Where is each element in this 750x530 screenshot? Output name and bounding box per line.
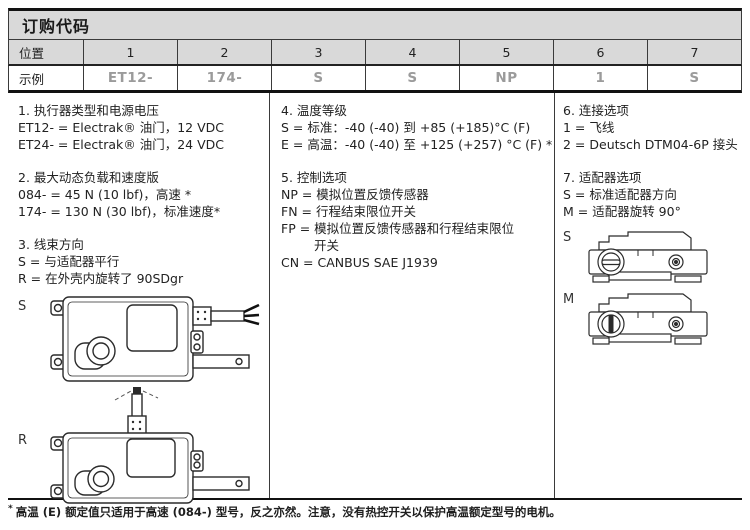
section-3-heading: 3. 线束方向: [18, 237, 84, 252]
section-4-line: E = 高温：-40 (-40) 至 +125 (+257) °C (F) *: [281, 137, 553, 152]
example-row-label: 示例: [9, 66, 84, 90]
actuator-top-view-r-diagram: [50, 387, 250, 504]
option-section-7: 7. 适配器选项 S = 标准适配器方向 M = 适配器旋转 90°: [563, 169, 734, 220]
option-section-4: 4. 温度等级 S = 标准：-40 (-40) 到 +85 (+185)°C …: [281, 102, 553, 153]
section-3-line: S = 与适配器平行: [18, 254, 120, 269]
option-section-1: 1. 执行器类型和电源电压 ET12- = Electrak® 油门，12 VD…: [18, 102, 261, 153]
adapter-m-label: M: [563, 292, 575, 307]
option-section-6: 6. 连接选项 1 = 飞线 2 = Deutsch DTM04-6P 接头: [563, 102, 738, 153]
adapter-s-label: S: [563, 230, 572, 245]
option-section-2: 2. 最大动态负载和速度版 084- = 45 N (10 lbf)，高速 * …: [18, 169, 261, 220]
section-3-line: R = 在外壳内旋转了 90SDgr: [18, 271, 184, 286]
footnote-divider: [8, 498, 742, 500]
option-section-3: 3. 线束方向 S = 与适配器平行 R = 在外壳内旋转了 90SDgr: [18, 236, 261, 287]
position-4: 4: [366, 40, 460, 64]
column-right: 6. 连接选项 1 = 飞线 2 = Deutsch DTM04-6P 接头 7…: [555, 93, 742, 498]
position-row: 位置 1 2 3 4 5 6 7: [8, 40, 742, 66]
example-4: S: [366, 66, 460, 90]
section-6-heading: 6. 连接选项: [563, 103, 629, 118]
section-5-line: CN = CANBUS SAE J1939: [281, 255, 438, 270]
harness-s-label: S: [18, 299, 27, 314]
section-7-line: S = 标准适配器方向: [563, 187, 677, 202]
actuator-top-view-s-diagram: [50, 296, 260, 382]
section-header: 订购代码: [8, 8, 742, 40]
actuator-side-view-s-diagram: [588, 231, 708, 283]
position-6: 6: [554, 40, 648, 64]
example-1: ET12-: [84, 66, 178, 90]
position-5: 5: [460, 40, 554, 64]
position-7: 7: [690, 44, 699, 60]
section-4-line: S = 标准：-40 (-40) 到 +85 (+185)°C (F): [281, 120, 531, 135]
position-3: 3: [272, 40, 366, 64]
example-row: 示例 ET12- 174- S S NP 1 S: [8, 66, 742, 93]
section-6-line: 2 = Deutsch DTM04-6P 接头: [563, 137, 738, 152]
section-7-line: M = 适配器旋转 90°: [563, 204, 681, 219]
section-6-line: 1 = 飞线: [563, 120, 615, 135]
document: 订购代码 位置 1 2 3 4 5 6 7 示例 ET12- 174- S S …: [8, 8, 742, 520]
example-5: NP: [460, 66, 554, 90]
position-1: 1: [84, 40, 178, 64]
example-3: S: [272, 66, 366, 90]
footnote-marker: *: [8, 504, 13, 515]
section-4-heading: 4. 温度等级: [281, 103, 347, 118]
harness-rotated-diagram-row: R: [18, 385, 261, 509]
actuator-side-view-m-diagram: [588, 293, 708, 345]
options-content: 1. 执行器类型和电源电压 ET12- = Electrak® 油门，12 VD…: [8, 93, 742, 504]
adapter-rotated-diagram-row: M: [563, 292, 734, 350]
section-1-line: ET12- = Electrak® 油门，12 VDC: [18, 120, 224, 135]
section-5-line-wrap: 开关: [314, 238, 340, 253]
section-5-heading: 5. 控制选项: [281, 170, 347, 185]
page-title: 订购代码: [22, 17, 91, 36]
section-1-heading: 1. 执行器类型和电源电压: [18, 103, 159, 118]
section-5-line: NP = 模拟位置反馈传感器: [281, 187, 429, 202]
footnote-text: 高温 (E) 额定值只适用于高速 (084-) 型号，反之亦然。注意，没有热控开…: [15, 505, 561, 519]
position-2: 2: [178, 40, 272, 64]
position-row-label: 位置: [9, 40, 84, 64]
example-6: 1: [554, 66, 648, 90]
option-section-5: 5. 控制选项 NP = 模拟位置反馈传感器 FN = 行程结束限位开关 FP …: [281, 169, 546, 271]
example-2: 174-: [178, 66, 272, 90]
section-5-line: FN = 行程结束限位开关: [281, 204, 416, 219]
adapter-standard-diagram-row: S: [563, 230, 734, 288]
section-2-line: 174- = 130 N (30 lbf)，标准速度*: [18, 204, 221, 219]
harness-parallel-diagram-row: S: [18, 293, 261, 385]
example-7: S: [689, 70, 700, 86]
section-5-line: FP = 模拟位置反馈传感器和行程结束限位: [281, 221, 515, 236]
column-left: 1. 执行器类型和电源电压 ET12- = Electrak® 油门，12 VD…: [8, 93, 270, 504]
harness-r-label: R: [18, 433, 28, 448]
section-1-line: ET24- = Electrak® 油门，24 VDC: [18, 137, 224, 152]
section-2-line: 084- = 45 N (10 lbf)，高速 *: [18, 187, 192, 202]
section-2-heading: 2. 最大动态负载和速度版: [18, 170, 159, 185]
section-7-heading: 7. 适配器选项: [563, 170, 642, 185]
column-middle: 4. 温度等级 S = 标准：-40 (-40) 到 +85 (+185)°C …: [270, 93, 555, 498]
footnote: *高温 (E) 额定值只适用于高速 (084-) 型号，反之亦然。注意，没有热控…: [8, 500, 742, 520]
